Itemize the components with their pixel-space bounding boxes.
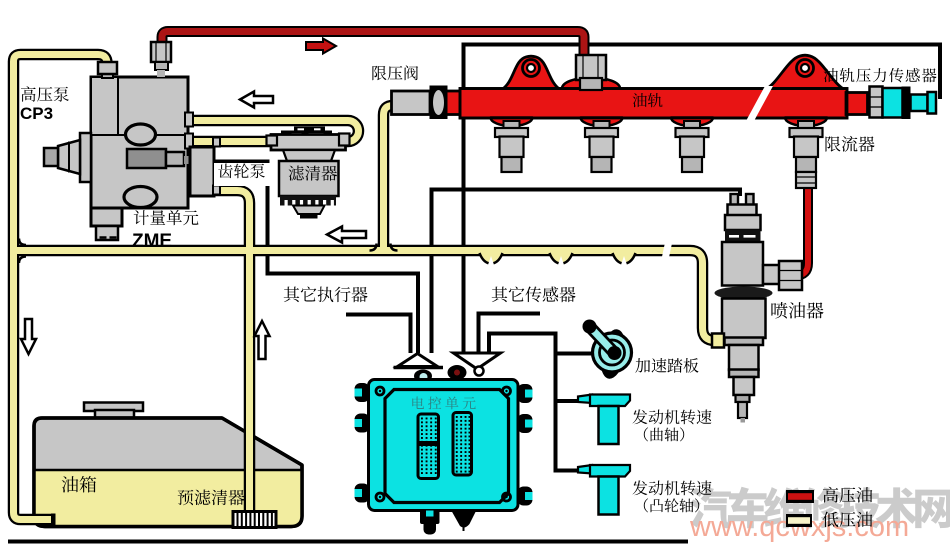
svg-text:CP3: CP3 — [20, 104, 53, 123]
svg-text:ZME: ZME — [132, 231, 172, 252]
